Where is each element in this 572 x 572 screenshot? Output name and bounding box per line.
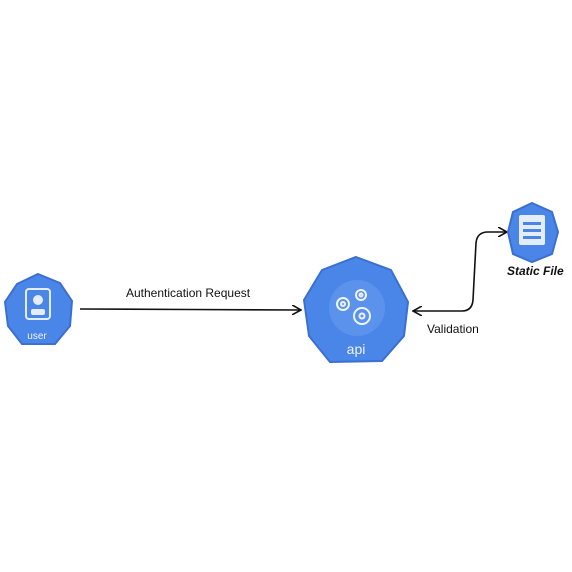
edge-authentication-request: Authentication Request (79, 286, 300, 310)
static-file-label: Static File (507, 264, 564, 278)
edge-validation: Validation (414, 232, 506, 336)
user-node-label: user (27, 331, 47, 342)
node-api[interactable]: api (302, 255, 410, 364)
validation-label: Validation (427, 322, 479, 336)
node-user[interactable]: user (3, 272, 74, 345)
gears-icon (336, 289, 371, 325)
api-node-label: api (347, 341, 366, 357)
node-static-file[interactable]: Static File (506, 201, 564, 278)
user-icon (25, 288, 51, 320)
authentication-request-label: Authentication Request (126, 286, 251, 300)
authentication-request-arrow (79, 309, 300, 310)
document-icon (519, 215, 545, 245)
validation-arrow (414, 232, 506, 311)
